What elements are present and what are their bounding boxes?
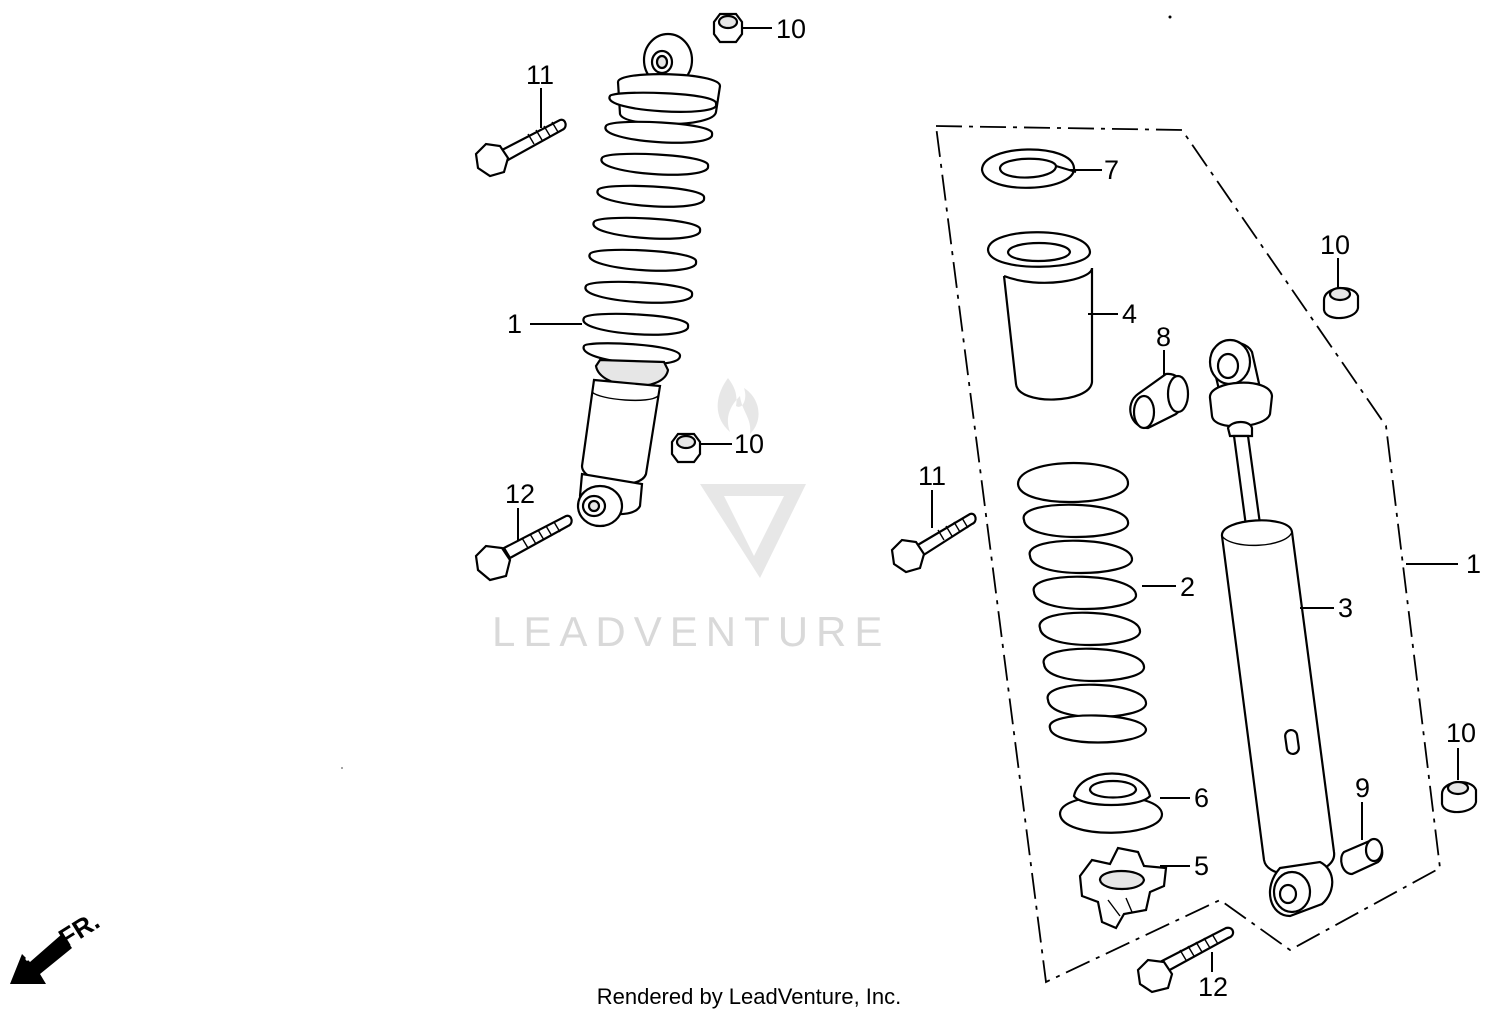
left-bottom-bolt xyxy=(474,514,573,582)
callout-right-8: 8 xyxy=(1156,322,1171,352)
part-2-spring xyxy=(1016,462,1148,744)
part-8-bushing xyxy=(1129,372,1190,430)
right-bottom-nut xyxy=(1440,780,1478,814)
left-shock-assembly xyxy=(576,32,722,528)
callout-left-10-mid: 10 xyxy=(734,429,764,459)
callout-right-4: 4 xyxy=(1122,299,1137,329)
callout-right-10-bottom: 10 xyxy=(1446,718,1476,748)
callout-right-2: 2 xyxy=(1180,572,1195,602)
callout-left-1: 1 xyxy=(507,309,522,339)
callout-left-11: 11 xyxy=(526,60,554,90)
part-3-damper xyxy=(1208,338,1336,918)
left-spring xyxy=(582,91,718,366)
part-4-spring-guide xyxy=(986,231,1094,401)
right-top-bolt xyxy=(890,512,977,574)
callout-right-5: 5 xyxy=(1194,851,1209,881)
callout-right-9: 9 xyxy=(1355,773,1370,803)
callout-right-11: 11 xyxy=(918,461,946,491)
stray-dot xyxy=(341,767,343,769)
callout-right-3: 3 xyxy=(1338,593,1353,623)
watermark-text: LEADVENTURE xyxy=(492,608,890,655)
callout-left-12: 12 xyxy=(505,479,535,509)
left-top-nut xyxy=(712,12,744,44)
callout-right-7: 7 xyxy=(1104,155,1119,185)
stray-dot xyxy=(1168,15,1172,19)
callout-right-10-top: 10 xyxy=(1320,230,1350,260)
callout-right-6: 6 xyxy=(1194,783,1209,813)
right-top-nut xyxy=(1322,286,1360,320)
part-7-spring-stopper xyxy=(980,148,1077,189)
callout-left-10-top: 10 xyxy=(776,14,806,44)
part-9-collar xyxy=(1340,837,1384,876)
exploded-boundary xyxy=(934,125,1441,984)
left-top-bolt xyxy=(474,118,567,178)
part-5-spring-adjuster xyxy=(1078,846,1168,930)
callout-right-12: 12 xyxy=(1198,972,1228,1002)
footer-credit: Rendered by LeadVenture, Inc. xyxy=(0,984,1500,1010)
watermark-logo xyxy=(700,378,806,578)
part-6-spring-seat xyxy=(1058,772,1164,834)
right-bottom-bolt xyxy=(1136,926,1235,994)
callout-right-1: 1 xyxy=(1466,549,1481,579)
footer-text: Rendered by LeadVenture, Inc. xyxy=(596,984,902,1009)
front-direction-arrow-icon xyxy=(10,932,72,984)
left-mid-nut xyxy=(670,432,702,464)
